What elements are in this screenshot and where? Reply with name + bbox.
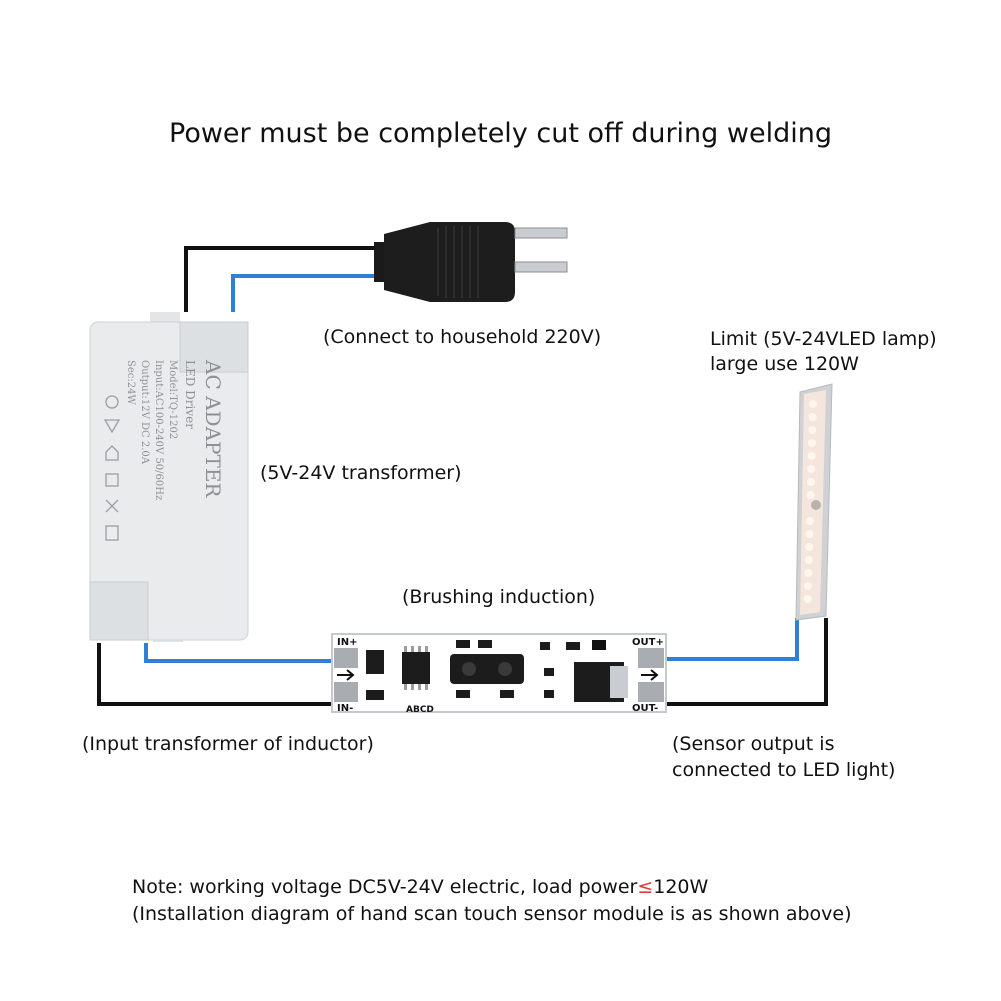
- lamp-led: [804, 582, 813, 590]
- lamp-led: [808, 413, 817, 421]
- adapter-title: AC ADAPTER: [201, 359, 225, 498]
- pad-out-plus: [638, 648, 664, 668]
- lamp-led: [804, 569, 813, 577]
- lamp-led: [804, 556, 813, 564]
- arrow-in-icon: [337, 669, 355, 681]
- led-lamp: [795, 383, 833, 621]
- label-out-minus: OUT-: [632, 703, 658, 714]
- regulator-chip: [366, 650, 384, 674]
- wire-blue-input: [144, 643, 332, 663]
- lamp-led: [806, 478, 815, 486]
- wire-blue-output: [666, 618, 799, 661]
- lamp-led: [805, 543, 814, 551]
- power-plug: [374, 222, 568, 302]
- wire-blue-mains: [231, 274, 385, 312]
- plug-cord-strain: [374, 242, 386, 282]
- label-sensor-line1: (Sensor output is: [672, 733, 835, 755]
- lamp-led: [807, 452, 816, 460]
- label-lamp-line2: large use 120W: [710, 353, 859, 375]
- less-equal-symbol: ≤: [637, 876, 654, 898]
- note-prefix: Note: working voltage DC5V-24V electric,…: [132, 876, 638, 898]
- label-pins: ABCD: [406, 705, 434, 715]
- wire-black-input: [97, 643, 332, 706]
- lamp-led: [805, 530, 814, 538]
- adapter-model: Model:TQ-1202: [167, 360, 178, 439]
- lamp-led: [806, 491, 815, 499]
- label-lamp-line1: Limit (5V-24VLED lamp): [710, 328, 937, 350]
- adapter-sec: Sec:24W: [125, 360, 136, 405]
- label-brushing: (Brushing induction): [402, 586, 596, 608]
- page-title: Power must be completely cut off during …: [169, 118, 832, 149]
- pad-in-plus: [334, 648, 358, 668]
- pad-out-minus: [638, 682, 664, 702]
- lamp-led: [803, 595, 812, 603]
- arrow-out-icon: [641, 669, 659, 681]
- lamp-led: [807, 465, 816, 473]
- wire-black-mains: [184, 246, 385, 312]
- plug-prong-top: [514, 227, 568, 239]
- ic-chip: [402, 652, 430, 684]
- note-line2: (Installation diagram of hand scan touch…: [132, 903, 852, 925]
- wire-black-output: [666, 618, 828, 706]
- note-suffix: 120W: [653, 876, 709, 898]
- adapter-output: Output:12V DC 2.0A: [139, 360, 150, 465]
- label-in-minus: IN-: [337, 703, 353, 714]
- label-out-plus: OUT+: [632, 637, 664, 648]
- label-transformer: (5V-24V transformer): [260, 462, 462, 484]
- adapter-subtitle: LED Driver: [183, 360, 197, 429]
- lamp-led: [809, 400, 817, 408]
- label-household: (Connect to household 220V): [323, 326, 602, 348]
- lamp-led: [808, 426, 817, 434]
- adapter-input: Input:AC100-240V 50/60Hz: [153, 360, 164, 500]
- label-sensor-line2: connected to LED light): [672, 759, 896, 781]
- ir-sensor: [450, 654, 524, 684]
- label-in-plus: IN+: [337, 637, 357, 648]
- lamp-led: [807, 439, 816, 447]
- plug-body: [384, 222, 515, 302]
- lamp-led: [805, 517, 814, 525]
- certification-icons: [103, 395, 121, 541]
- sensor-module: IN+ IN- OUT+ OUT- ABCD: [331, 633, 667, 715]
- label-input: (Input transformer of inductor): [82, 733, 374, 755]
- adapter-body: [89, 321, 249, 641]
- ac-adapter: AC ADAPTER LED Driver Model:TQ-1202 Inpu…: [89, 312, 249, 642]
- note-line1: Note: working voltage DC5V-24V electric,…: [132, 876, 708, 898]
- pad-in-minus: [334, 682, 358, 702]
- plug-prong-bottom: [514, 261, 568, 273]
